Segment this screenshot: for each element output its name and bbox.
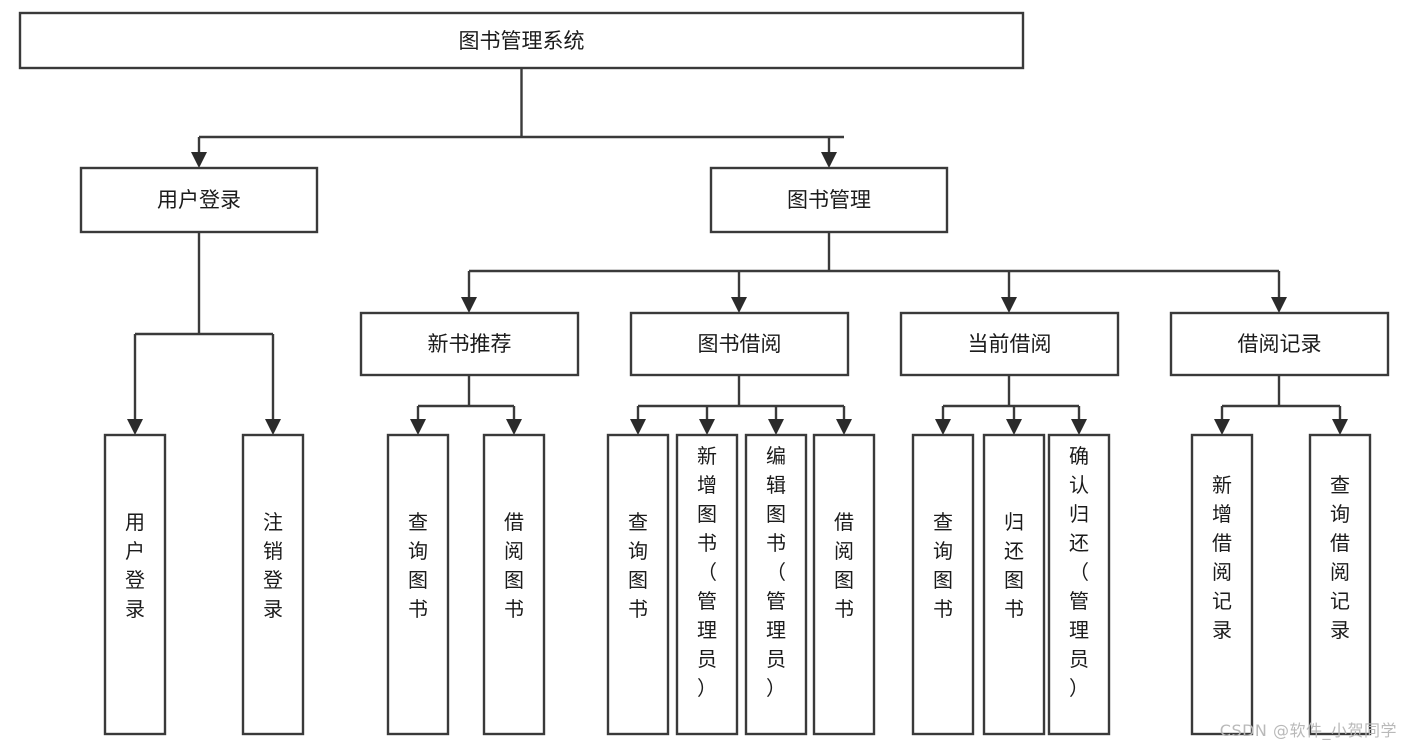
leaf-node-borrow-book-label: 借阅图书: [834, 510, 854, 621]
leaf-node-query-borrow-record[interactable]: 查询借阅记录: [1308, 433, 1372, 736]
leaf-node-add-book-admin-box[interactable]: [675, 433, 739, 736]
node-book-management-label: 图书管理: [787, 188, 871, 212]
arrowhead-leaf-query-borrow-record: [1332, 419, 1348, 435]
connector-group-book-borrow-children: [630, 375, 852, 435]
leaf-node-add-book-admin-label: 新增图书（管理员）: [697, 444, 717, 700]
leaf-node-confirm-return-admin[interactable]: 确认归还（管理员）: [1047, 433, 1111, 736]
node-current-borrow[interactable]: 当前借阅: [899, 311, 1120, 377]
node-root-box[interactable]: [18, 11, 1025, 70]
connector-group-user-login-children: [127, 232, 281, 435]
arrowhead-leaf-user-login: [127, 419, 143, 435]
leaf-node-query-book-recommend-box[interactable]: [386, 433, 450, 736]
leaf-node-borrow-book-recommend-box[interactable]: [482, 433, 546, 736]
node-borrow-records[interactable]: 借阅记录: [1169, 311, 1390, 377]
leaf-node-add-borrow-record-label: 新增借阅记录: [1212, 473, 1232, 642]
leaf-node-query-book-recommend-label: 查询图书: [408, 510, 428, 621]
connector-group-current-borrow-children: [935, 375, 1087, 435]
node-user-login-box[interactable]: [79, 166, 319, 234]
leaf-node-borrow-book-recommend-label: 借阅图书: [504, 510, 524, 621]
leaf-node-confirm-return-admin-label: 确认归还（管理员）: [1069, 444, 1089, 700]
node-borrow-records-label: 借阅记录: [1238, 332, 1322, 356]
node-book-management[interactable]: 图书管理: [709, 166, 949, 234]
leaf-node-add-book-admin[interactable]: 新增图书（管理员）: [675, 433, 739, 736]
node-new-book-recommend[interactable]: 新书推荐: [359, 311, 580, 377]
leaf-node-borrow-book-box[interactable]: [812, 433, 876, 736]
leaf-node-add-borrow-record-box[interactable]: [1190, 433, 1254, 736]
arrowhead-current-borrow: [1001, 297, 1017, 313]
arrowhead-leaf-add-borrow-record: [1214, 419, 1230, 435]
leaf-node-confirm-return-admin-box[interactable]: [1047, 433, 1111, 736]
connector-group-root-to-level2: [191, 68, 844, 168]
arrowhead-leaf-borrow-book-recommend: [506, 419, 522, 435]
connector-group-new-book-recommend-children: [410, 375, 522, 435]
node-book-management-box[interactable]: [709, 166, 949, 234]
node-current-borrow-box[interactable]: [899, 311, 1120, 377]
arrowhead-book-borrow: [731, 297, 747, 313]
leaf-node-query-book-current-label: 查询图书: [933, 510, 953, 621]
node-user-login[interactable]: 用户登录: [79, 166, 319, 234]
arrowhead-leaf-return-book: [1006, 419, 1022, 435]
leaf-node-edit-book-admin-box[interactable]: [744, 433, 808, 736]
leaf-node-query-book-current[interactable]: 查询图书: [911, 433, 975, 736]
node-new-book-recommend-label: 新书推荐: [428, 332, 512, 356]
csdn-watermark: CSDN @软件_小贺同学: [1219, 721, 1397, 740]
leaf-node-query-book-label: 查询图书: [628, 510, 648, 621]
leaf-node-user-login-box[interactable]: [103, 433, 167, 736]
leaf-node-return-book-label: 归还图书: [1004, 510, 1024, 621]
leaf-node-logout-login-label: 注销登录: [263, 510, 283, 621]
leaf-node-add-borrow-record[interactable]: 新增借阅记录: [1190, 433, 1254, 736]
node-user-login-label: 用户登录: [157, 188, 241, 212]
leaf-node-borrow-book[interactable]: 借阅图书: [812, 433, 876, 736]
leaf-node-borrow-book-recommend[interactable]: 借阅图书: [482, 433, 546, 736]
leaf-node-query-book-box[interactable]: [606, 433, 670, 736]
arrowhead-leaf-logout-login: [265, 419, 281, 435]
node-book-borrow-label: 图书借阅: [698, 332, 782, 356]
leaf-node-query-book-current-box[interactable]: [911, 433, 975, 736]
node-borrow-records-box[interactable]: [1169, 311, 1390, 377]
arrowhead-leaf-add-book-admin: [699, 419, 715, 435]
node-root[interactable]: 图书管理系统: [18, 11, 1025, 70]
arrowhead-leaf-edit-book-admin: [768, 419, 784, 435]
leaf-node-logout-login[interactable]: 注销登录: [241, 433, 305, 736]
arrowhead-borrow-records: [1271, 297, 1287, 313]
leaf-node-edit-book-admin[interactable]: 编辑图书（管理员）: [744, 433, 808, 736]
leaf-node-query-book[interactable]: 查询图书: [606, 433, 670, 736]
leaf-node-user-login-label: 用户登录: [125, 510, 145, 621]
node-new-book-recommend-box[interactable]: [359, 311, 580, 377]
arrowhead-new-book-recommend: [461, 297, 477, 313]
leaf-node-return-book-box[interactable]: [982, 433, 1046, 736]
leaf-node-query-book-recommend[interactable]: 查询图书: [386, 433, 450, 736]
connector-group-book-management-children: [461, 232, 1287, 313]
arrowhead-leaf-query-book-current: [935, 419, 951, 435]
arrowhead-leaf-confirm-return-admin: [1071, 419, 1087, 435]
arrowhead-leaf-query-book-recommend: [410, 419, 426, 435]
leaf-node-logout-login-box[interactable]: [241, 433, 305, 736]
connector-group-borrow-records-children: [1214, 375, 1348, 435]
leaf-node-query-borrow-record-box[interactable]: [1308, 433, 1372, 736]
leaf-node-user-login[interactable]: 用户登录: [103, 433, 167, 736]
leaf-node-query-borrow-record-label: 查询借阅记录: [1330, 473, 1350, 642]
leaf-node-edit-book-admin-label: 编辑图书（管理员）: [766, 444, 786, 700]
arrowhead-leaf-borrow-book: [836, 419, 852, 435]
node-current-borrow-label: 当前借阅: [968, 332, 1052, 356]
node-book-borrow-box[interactable]: [629, 311, 850, 377]
arrowhead-book-management: [821, 152, 837, 168]
node-root-label: 图书管理系统: [459, 29, 585, 53]
arrowhead-leaf-query-book: [630, 419, 646, 435]
leaf-node-return-book[interactable]: 归还图书: [982, 433, 1046, 736]
node-book-borrow[interactable]: 图书借阅: [629, 311, 850, 377]
arrowhead-user-login: [191, 152, 207, 168]
